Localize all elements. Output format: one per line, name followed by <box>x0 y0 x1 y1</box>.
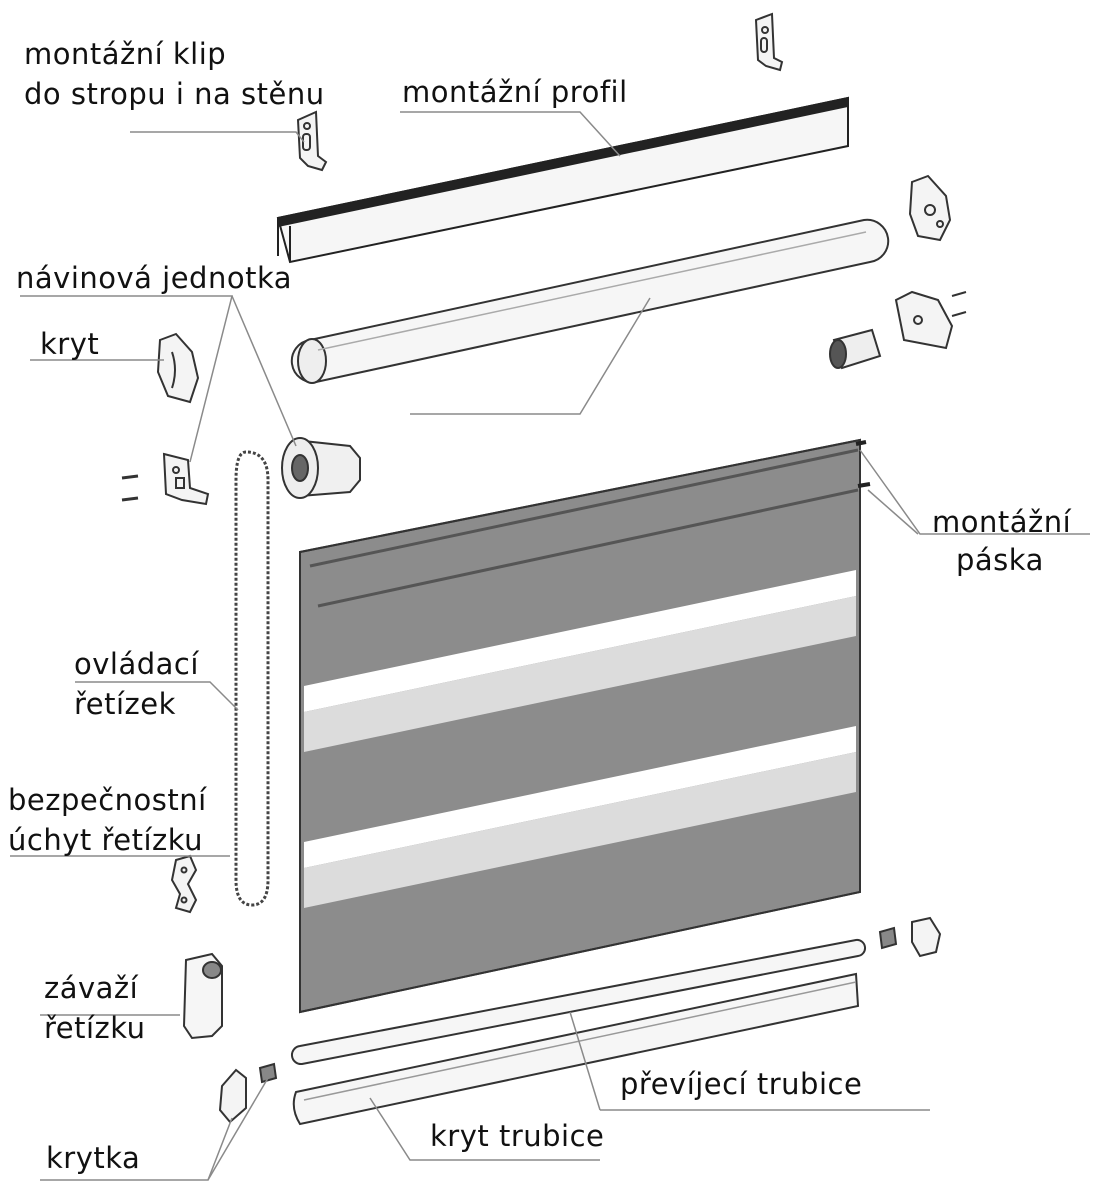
winding-unit-right-icon <box>829 328 882 370</box>
bracket-right-icon <box>894 290 967 350</box>
control-chain-icon <box>234 450 270 907</box>
label-mounting-tape-line1: montážní <box>932 505 1072 539</box>
tube-cover-icon <box>292 972 860 1126</box>
label-mounting-tape-line2: páska <box>956 543 1044 577</box>
label-cover: kryt <box>40 327 100 361</box>
label-safety-clip-line2: úchyt řetízku <box>8 823 204 857</box>
bracket-left-icon <box>162 452 210 506</box>
label-safety-clip-line1: bezpečnostní <box>8 783 207 817</box>
winding-unit-icon <box>281 437 361 499</box>
label-control-chain-line1: ovládací <box>74 647 199 681</box>
label-chain-weight-line1: závaží <box>44 971 139 1005</box>
cover-icon <box>156 332 200 404</box>
label-winding-unit: návinová jednotka <box>16 261 292 295</box>
mounting-profile-icon <box>276 96 849 264</box>
label-mounting-clip-line2: do stropu i na stěnu <box>24 77 325 111</box>
screw-icon <box>121 474 139 502</box>
bracket-right-top-icon <box>908 174 952 242</box>
winding-tube-icon <box>290 218 890 384</box>
label-tube-cover: kryt trubice <box>430 1119 605 1153</box>
safety-clip-icon <box>170 854 198 914</box>
fabric-panel <box>299 438 861 1014</box>
end-cap-left-icon <box>218 1062 278 1124</box>
chain-weight-icon <box>182 952 223 1040</box>
label-mounting-profile: montážní profil <box>402 75 628 109</box>
mounting-tape-icon <box>855 440 871 488</box>
label-end-cap: krytka <box>46 1141 141 1175</box>
label-mounting-clip-line1: montážní klip <box>24 37 227 71</box>
mounting-clip-top-icon <box>754 12 784 72</box>
label-turn-tube: převíjecí trubice <box>620 1067 863 1101</box>
leader-lines <box>10 111 1090 1181</box>
end-cap-right-icon <box>878 916 942 958</box>
label-chain-weight-line2: řetízku <box>44 1011 146 1045</box>
turn-tube-icon <box>291 938 867 1066</box>
label-control-chain-line2: řetízek <box>74 687 176 721</box>
mounting-clip-icon <box>296 110 328 172</box>
